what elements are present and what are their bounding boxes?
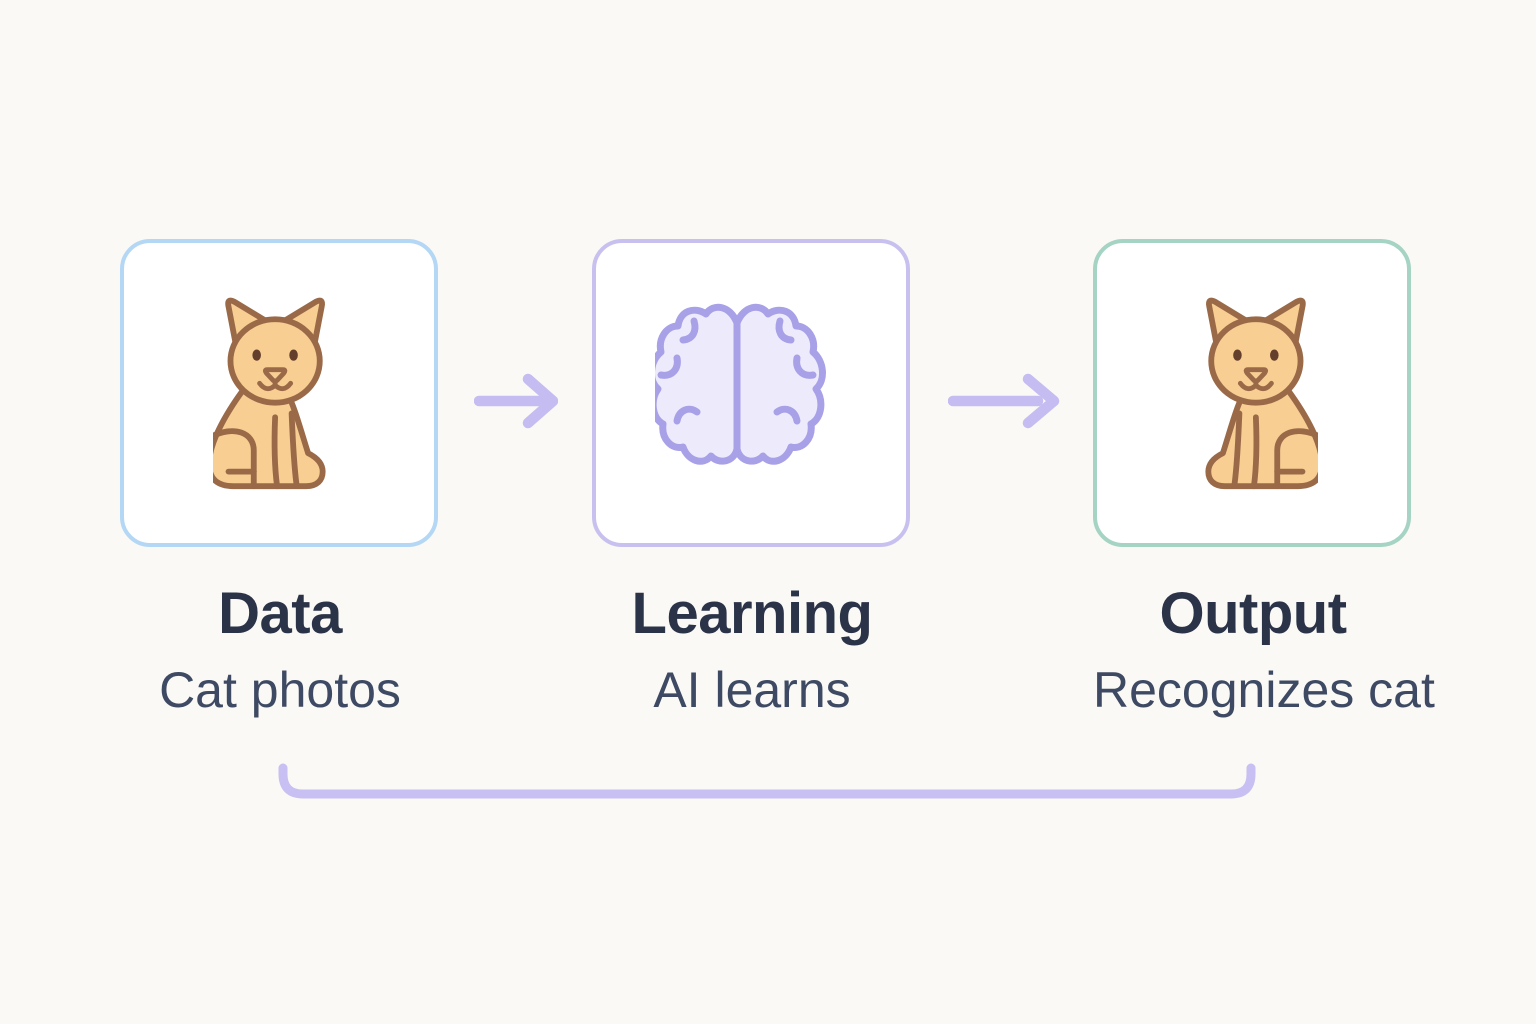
learning-box — [592, 239, 910, 547]
brain-icon — [655, 303, 847, 483]
cat-icon — [213, 293, 345, 493]
cat-icon — [1186, 293, 1318, 493]
flow-arrow-right-icon — [474, 373, 558, 429]
step-subtitle: Cat photos — [159, 661, 401, 718]
summary-bracket — [278, 763, 1256, 799]
step-title: Output — [1159, 581, 1347, 646]
output-box — [1093, 239, 1411, 547]
step-subtitle: Recognizes cat — [1093, 661, 1435, 718]
step-data: Data Cat photos — [120, 239, 440, 719]
step-subtitle: AI learns — [653, 661, 851, 718]
step-title: Data — [218, 581, 342, 646]
data-box — [120, 239, 438, 547]
step-output: Output Recognizes cat — [1093, 239, 1435, 719]
flow-arrow-right-icon — [948, 373, 1060, 429]
step-title: Learning — [631, 581, 873, 646]
step-learning: Learning AI learns — [592, 239, 912, 719]
